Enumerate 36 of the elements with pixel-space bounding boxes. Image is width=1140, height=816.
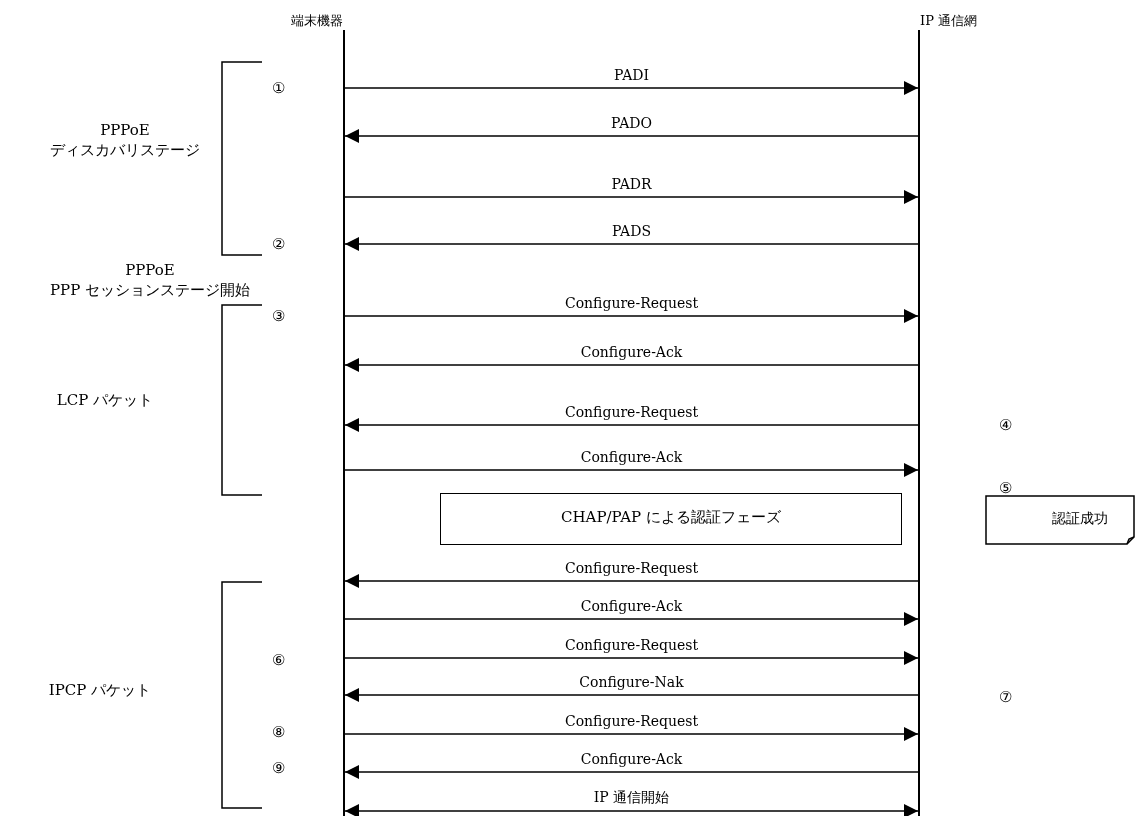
stage-label: PPPoE ディスカバリステージ (50, 119, 200, 161)
note-box (985, 495, 1135, 545)
phase-box (440, 493, 902, 545)
box-label: CHAP/PAP による認証フェーズ (560, 508, 782, 527)
stage-label: LCP パケット (56, 389, 154, 411)
message-arrow (344, 237, 919, 251)
message-arrow (344, 804, 919, 816)
step-number: ⑧ (271, 721, 285, 743)
message-arrow (344, 190, 919, 204)
stage-label: PPPoE PPP セッションステージ開始 (50, 259, 250, 301)
message-arrow (344, 765, 919, 779)
participant-label: 端末機器 (291, 12, 343, 30)
participant-label: IP 通信網 (920, 12, 977, 30)
step-number: ③ (271, 305, 285, 327)
message-arrow (344, 309, 919, 323)
step-number: ② (271, 233, 285, 255)
message-arrow (344, 574, 919, 588)
message-arrow (344, 463, 919, 477)
step-number: ① (271, 77, 285, 99)
message-label: PADO (608, 115, 655, 131)
message-arrow (344, 418, 919, 432)
message-arrow (344, 81, 919, 95)
step-number: ⑨ (271, 757, 285, 779)
stage-label: IPCP パケット (48, 679, 152, 701)
message-arrow (344, 651, 919, 665)
step-number: ⑦ (998, 686, 1012, 708)
box-label: 認証成功 (1051, 510, 1109, 528)
message-arrow (344, 129, 919, 143)
message-arrow (344, 612, 919, 626)
message-arrow (344, 727, 919, 741)
message-arrow (344, 688, 919, 702)
step-number: ⑤ (998, 477, 1012, 499)
message-label: PADI (611, 67, 652, 83)
step-number: ⑥ (271, 649, 285, 671)
message-arrow (344, 358, 919, 372)
step-number: ④ (998, 414, 1012, 436)
